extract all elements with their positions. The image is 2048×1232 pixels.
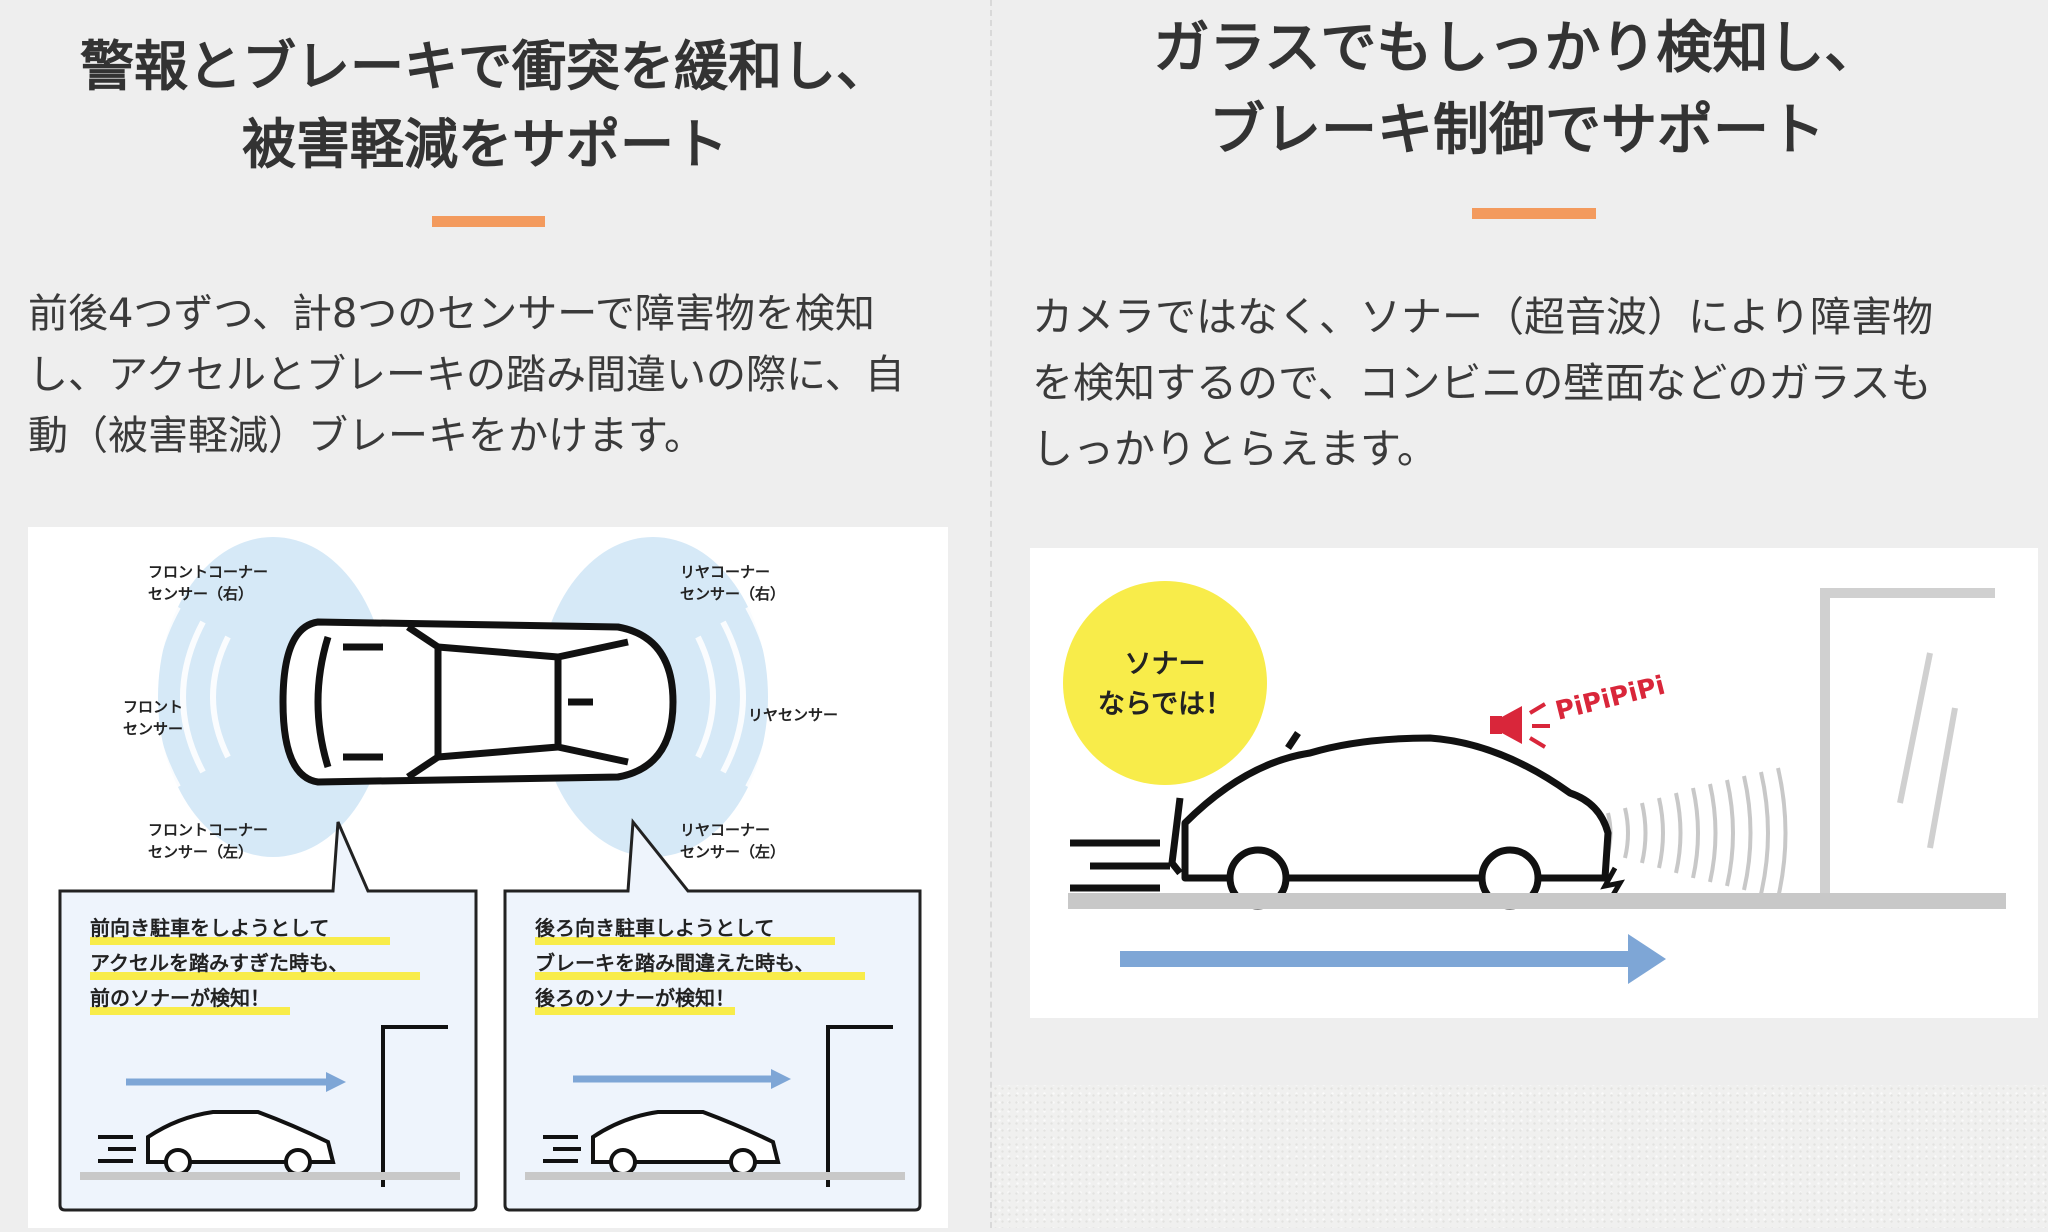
car-top-view-icon xyxy=(279,618,677,786)
callout-front-line: 前のソナーが検知！ xyxy=(90,986,270,1010)
ground-line xyxy=(80,1172,460,1180)
alert-text: PiPiPiPi xyxy=(1552,671,1668,727)
callout-rear-line: 後ろのソナーが検知！ xyxy=(535,986,735,1010)
label-front-corner-left: フロントコーナー xyxy=(148,821,268,839)
glass-wall-icon xyxy=(1820,588,1995,903)
label-rear-corner-right: リヤコーナー xyxy=(680,563,770,581)
label-rear-corner-left-2: センサー（左） xyxy=(680,843,785,861)
description-line: 前後4つずつ、計8つのセンサーで障害物を検知 xyxy=(28,291,875,337)
description-line: しっかりとらえます。 xyxy=(1032,425,1438,473)
ground-line xyxy=(525,1172,905,1180)
heading-line: ブレーキ制御でサポート xyxy=(1209,98,1825,163)
callout-front: 前向き駐車をしようとして アクセルを踏みすぎた時も、 前のソナーが検知！ xyxy=(58,821,478,1212)
feature-description-right: カメラではなく、ソナー（超音波）により障害物 を検知するので、コンビニの壁面など… xyxy=(1032,284,1933,482)
badge-line: ソナー xyxy=(1125,649,1206,680)
glass-detection-panel: ソナー ならでは！ PiPiPiPi xyxy=(1030,548,2038,1018)
vibration-icon xyxy=(1600,866,1625,902)
speed-lines-icon xyxy=(1070,797,1184,892)
ground-line xyxy=(1068,893,2006,909)
label-front: フロント xyxy=(123,698,183,716)
sensor-diagram: フロントコーナー センサー（右） フロント センサー フロントコーナー センサー… xyxy=(58,537,922,1212)
heading-line: 警報とブレーキで衝突を緩和し、 xyxy=(80,35,890,98)
feature-column-left: 警報とブレーキで衝突を緩和し、 被害軽減をサポート 前後4つずつ、計8つのセンサ… xyxy=(0,0,990,1228)
direction-arrow-icon xyxy=(126,1072,346,1092)
label-front-corner-right-2: センサー（右） xyxy=(148,585,253,603)
callout-front-line: アクセルを踏みすぎた時も、 xyxy=(90,951,348,975)
megaphone-icon xyxy=(1490,702,1550,749)
feature-description-left: 前後4つずつ、計8つのセンサーで障害物を検知 し、アクセルとブレーキの踏み間違い… xyxy=(28,284,905,467)
glass-detection-illustration: ソナー ならでは！ PiPiPiPi xyxy=(1063,581,2006,984)
feature-column-right: ガラスでもしっかり検知し、 ブレーキ制御でサポート カメラではなく、ソナー（超音… xyxy=(992,0,2048,1228)
heading-line: 被害軽減をサポート xyxy=(242,113,728,176)
direction-arrow-icon xyxy=(573,1069,791,1089)
callout-rear-line: ブレーキを踏み間違えた時も、 xyxy=(535,951,814,975)
sonar-wave-lines xyxy=(150,605,776,789)
description-line: を検知するので、コンビニの壁面などのガラスも xyxy=(1032,359,1932,407)
description-line: 動（被害軽減）ブレーキをかけます。 xyxy=(28,413,704,459)
label-front-2: センサー xyxy=(123,720,183,738)
label-rear-corner-left: リヤコーナー xyxy=(680,821,770,839)
label-front-corner-left-2: センサー（左） xyxy=(148,843,253,861)
description-line: カメラではなく、ソナー（超音波）により障害物 xyxy=(1032,293,1934,341)
direction-arrow-icon xyxy=(1120,934,1666,984)
heading-line: ガラスでもしっかり検知し、 xyxy=(1153,16,1881,81)
column-divider xyxy=(990,0,992,1228)
label-front-corner-right: フロントコーナー xyxy=(148,563,268,581)
badge-line: ならでは！ xyxy=(1098,689,1232,720)
callout-rear: 後ろ向き駐車しようとして ブレーキを踏み間違えた時も、 後ろのソナーが検知！ xyxy=(503,818,922,1212)
wall-icon xyxy=(381,1025,448,1187)
description-line: し、アクセルとブレーキの踏み間違いの際に、自 xyxy=(28,352,905,398)
callout-front-line: 前向き駐車をしようとして xyxy=(90,916,329,940)
feature-heading-left: 警報とブレーキで衝突を緩和し、 被害軽減をサポート xyxy=(0,28,970,184)
wall-icon xyxy=(826,1025,893,1187)
sonar-badge: ソナー ならでは！ xyxy=(1063,581,1267,785)
sonar-wave-icon xyxy=(1606,767,1788,899)
accent-underline xyxy=(1472,208,1596,219)
callout-rear-line: 後ろ向き駐車しようとして xyxy=(535,916,774,940)
accent-underline xyxy=(432,216,545,227)
sensor-labels: フロントコーナー センサー（右） フロント センサー フロントコーナー センサー… xyxy=(123,563,838,861)
car-side-icon xyxy=(98,1110,336,1176)
sensor-diagram-panel: フロントコーナー センサー（右） フロント センサー フロントコーナー センサー… xyxy=(28,527,948,1228)
car-icon xyxy=(1181,731,1612,910)
label-rear-corner-right-2: センサー（右） xyxy=(680,585,785,603)
feature-heading-right: ガラスでもしっかり検知し、 ブレーキ制御でサポート xyxy=(992,8,2042,172)
label-rear: リヤセンサー xyxy=(748,706,838,724)
textured-background xyxy=(992,1085,2048,1228)
